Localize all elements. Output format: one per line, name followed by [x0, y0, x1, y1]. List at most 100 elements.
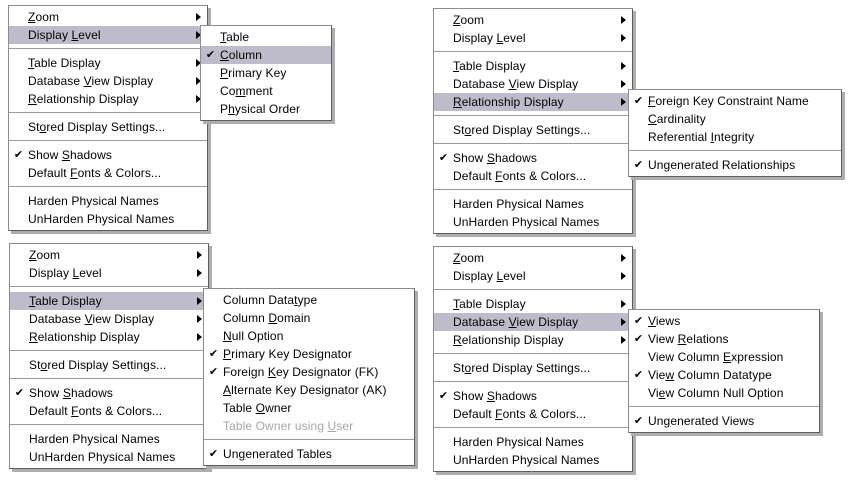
menu-item-stored-display-settings[interactable]: ✔ Stored Display Settings...: [10, 356, 208, 374]
menu-item-ungenerated-tables[interactable]: ✔ Ungenerated Tables: [204, 445, 414, 463]
menu-item-database-view-display[interactable]: ✔ Database View Display: [434, 313, 632, 331]
menu-item-null-option[interactable]: ✔ Null Option: [204, 327, 414, 345]
menu-item-harden-physical-names[interactable]: ✔ Harden Physical Names: [9, 192, 207, 210]
menu-item-physical-order[interactable]: ✔ Physical Order: [201, 100, 331, 118]
checkmark-icon: ✔: [633, 159, 644, 171]
menu-item-table[interactable]: ✔ Table: [201, 28, 331, 46]
menu-item-label: Ungenerated Relationships: [648, 158, 796, 172]
menu-item-zoom[interactable]: ✔ Zoom: [434, 249, 632, 267]
submenu-arrow-icon: [621, 272, 626, 280]
menu-item-label: Table Owner using User: [223, 419, 354, 433]
menu-item-unharden-physical-names[interactable]: ✔ UnHarden Physical Names: [434, 451, 632, 469]
menu-item-ungenerated-views[interactable]: ✔ Ungenerated Views: [629, 412, 819, 430]
menu-item-display-level[interactable]: ✔ Display Level: [434, 267, 632, 285]
menu-item-primary-key-designator[interactable]: ✔ Primary Key Designator: [204, 345, 414, 363]
menu-separator: [434, 51, 632, 53]
menu-item-default-fonts-colors[interactable]: ✔ Default Fonts & Colors...: [434, 167, 632, 185]
menu-item-label: Relationship Display: [29, 330, 140, 344]
menu-item-views[interactable]: ✔ Views: [629, 312, 819, 330]
menu-item-zoom[interactable]: ✔ Zoom: [10, 246, 208, 264]
menu-item-label: Harden Physical Names: [29, 432, 160, 446]
menu-item-label: Physical Order: [220, 102, 301, 116]
menu-item-stored-display-settings[interactable]: ✔ Stored Display Settings...: [434, 359, 632, 377]
menu-item-column-domain[interactable]: ✔ Column Domain: [204, 309, 414, 327]
menu-item-show-shadows[interactable]: ✔ Show Shadows: [434, 387, 632, 405]
menu-item-stored-display-settings[interactable]: ✔ Stored Display Settings...: [434, 121, 632, 139]
menu-item-database-view-display[interactable]: ✔ Database View Display: [434, 75, 632, 93]
menu-item-table-display[interactable]: ✔ Table Display: [10, 292, 208, 310]
menu-item-stored-display-settings[interactable]: ✔ Stored Display Settings...: [9, 118, 207, 136]
menu-item-label: Table Display: [28, 56, 101, 70]
menu-item-label: Stored Display Settings...: [29, 358, 167, 372]
menu-item-view-column-expression[interactable]: ✔ View Column Expression: [629, 348, 819, 366]
menu-item-database-view-display[interactable]: ✔ Database View Display: [9, 72, 207, 90]
context-menu-table-display: ✔ Zoom ✔ Display Level ✔ Table Display ✔…: [9, 243, 209, 469]
menu-item-show-shadows[interactable]: ✔ Show Shadows: [434, 149, 632, 167]
menu-item-referential-integrity[interactable]: ✔ Referential Integrity: [629, 128, 841, 146]
menu-item-label: Database View Display: [453, 315, 579, 329]
menu-item-foreign-key-constraint-name[interactable]: ✔ Foreign Key Constraint Name: [629, 92, 841, 110]
menu-item-harden-physical-names[interactable]: ✔ Harden Physical Names: [434, 195, 632, 213]
menu-item-view-column-null-option[interactable]: ✔ View Column Null Option: [629, 384, 819, 402]
checkmark-icon: ✔: [208, 448, 219, 460]
menu-item-alternate-key-designator-ak[interactable]: ✔ Alternate Key Designator (AK): [204, 381, 414, 399]
menu-separator: [9, 48, 207, 50]
menu-item-label: Relationship Display: [453, 95, 564, 109]
menu-item-label: Views: [648, 314, 681, 328]
menu-item-show-shadows[interactable]: ✔ Show Shadows: [9, 146, 207, 164]
menu-item-harden-physical-names[interactable]: ✔ Harden Physical Names: [10, 430, 208, 448]
menu-item-relationship-display[interactable]: ✔ Relationship Display: [434, 331, 632, 349]
submenu-arrow-icon: [196, 13, 201, 21]
menu-item-primary-key[interactable]: ✔ Primary Key: [201, 64, 331, 82]
menu-item-view-relations[interactable]: ✔ View Relations: [629, 330, 819, 348]
menu-item-table-display[interactable]: ✔ Table Display: [9, 54, 207, 72]
menu-item-unharden-physical-names[interactable]: ✔ UnHarden Physical Names: [434, 213, 632, 231]
menu-item-comment[interactable]: ✔ Comment: [201, 82, 331, 100]
menu-item-relationship-display[interactable]: ✔ Relationship Display: [10, 328, 208, 346]
menu-item-ungenerated-relationships[interactable]: ✔ Ungenerated Relationships: [629, 156, 841, 174]
menu-item-default-fonts-colors[interactable]: ✔ Default Fonts & Colors...: [9, 164, 207, 182]
submenu-arrow-icon: [197, 251, 202, 259]
menu-item-harden-physical-names[interactable]: ✔ Harden Physical Names: [434, 433, 632, 451]
menu-item-default-fonts-colors[interactable]: ✔ Default Fonts & Colors...: [10, 402, 208, 420]
menu-item-display-level[interactable]: ✔ Display Level: [434, 29, 632, 47]
menu-separator: [9, 140, 207, 142]
menu-item-column[interactable]: ✔ Column: [201, 46, 331, 64]
menu-item-relationship-display[interactable]: ✔ Relationship Display: [9, 90, 207, 108]
menu-item-relationship-display[interactable]: ✔ Relationship Display: [434, 93, 632, 111]
menu-item-unharden-physical-names[interactable]: ✔ UnHarden Physical Names: [9, 210, 207, 228]
menu-item-label: UnHarden Physical Names: [453, 453, 600, 467]
menu-item-label: Show Shadows: [28, 148, 112, 162]
menu-item-display-level[interactable]: ✔ Display Level: [10, 264, 208, 282]
menu-item-label: UnHarden Physical Names: [28, 212, 175, 226]
menu-item-label: Stored Display Settings...: [453, 361, 591, 375]
menu-item-default-fonts-colors[interactable]: ✔ Default Fonts & Colors...: [434, 405, 632, 423]
menu-item-zoom[interactable]: ✔ Zoom: [9, 8, 207, 26]
menu-item-label: View Column Expression: [648, 350, 784, 364]
menu-item-database-view-display[interactable]: ✔ Database View Display: [10, 310, 208, 328]
menu-item-label: Display Level: [453, 31, 526, 45]
menu-item-view-column-datatype[interactable]: ✔ View Column Datatype: [629, 366, 819, 384]
checkmark-icon: ✔: [14, 387, 25, 399]
menu-item-label: Ungenerated Tables: [223, 447, 333, 461]
menu-item-table-display[interactable]: ✔ Table Display: [434, 295, 632, 313]
menu-separator: [434, 289, 632, 291]
menu-item-label: Zoom: [29, 248, 61, 262]
checkmark-icon: ✔: [438, 152, 449, 164]
menu-item-column-datatype[interactable]: ✔ Column Datatype: [204, 291, 414, 309]
menu-item-table-owner[interactable]: ✔ Table Owner: [204, 399, 414, 417]
menu-item-foreign-key-designator-fk[interactable]: ✔ Foreign Key Designator (FK): [204, 363, 414, 381]
menu-item-table-owner-using-user[interactable]: ✔ Table Owner using User: [204, 417, 414, 435]
menu-separator: [434, 189, 632, 191]
menu-item-unharden-physical-names[interactable]: ✔ UnHarden Physical Names: [10, 448, 208, 466]
menu-item-table-display[interactable]: ✔ Table Display: [434, 57, 632, 75]
menu-item-zoom[interactable]: ✔ Zoom: [434, 11, 632, 29]
submenu-arrow-icon: [621, 34, 626, 42]
menu-item-label: Table Display: [29, 294, 102, 308]
menu-item-label: Alternate Key Designator (AK): [223, 383, 387, 397]
menu-item-label: Primary Key: [220, 66, 287, 80]
menu-item-cardinality[interactable]: ✔ Cardinality: [629, 110, 841, 128]
menu-item-show-shadows[interactable]: ✔ Show Shadows: [10, 384, 208, 402]
menu-item-display-level[interactable]: ✔ Display Level: [9, 26, 207, 44]
